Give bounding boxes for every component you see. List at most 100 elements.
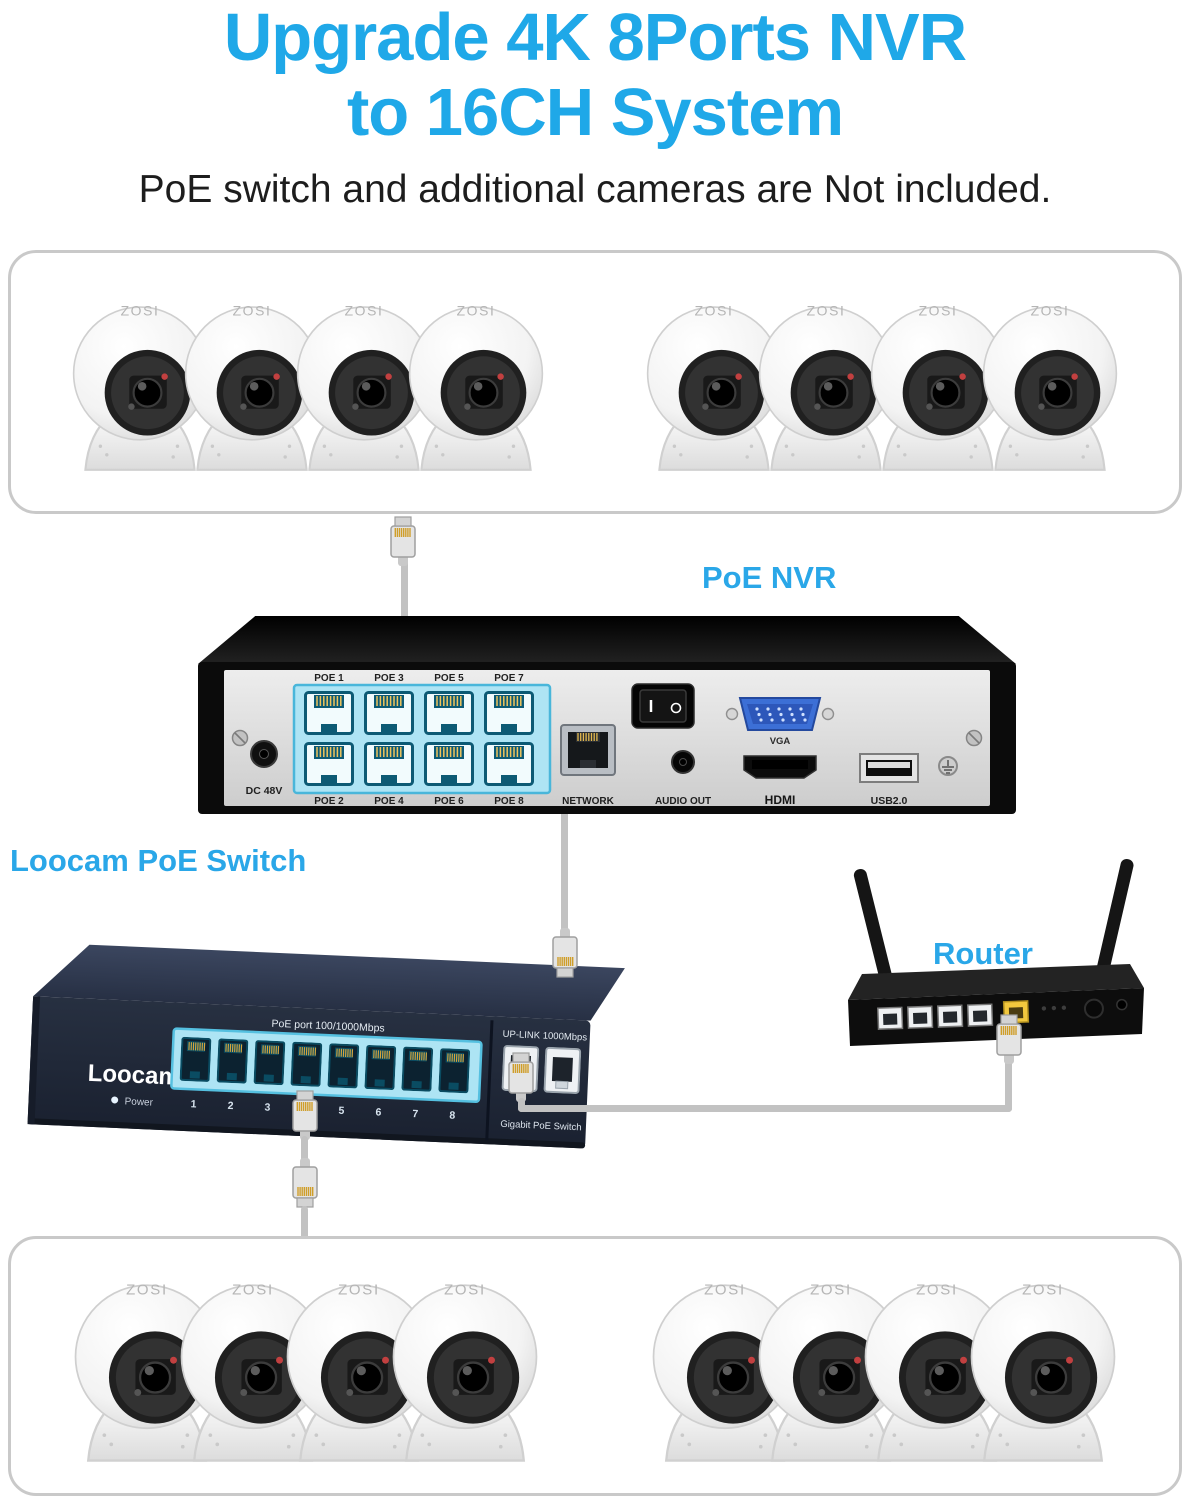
router-label: Router: [933, 936, 1033, 971]
switch-port-strip: [170, 1027, 483, 1103]
dc-label: DC 48V: [246, 785, 283, 797]
rj45-plug-icon: [994, 1012, 1024, 1064]
nvr-front-face: DC 48V POE 1 POE 3 POE 5 POE 7: [198, 662, 1016, 814]
camera-box-top: [8, 250, 1182, 514]
network-label: NETWORK: [562, 796, 614, 806]
switch-model-label: Gigabit PoE Switch: [500, 1119, 582, 1134]
poe-port-label: POE 5: [434, 673, 464, 684]
camera-group-top-right: [623, 282, 1141, 482]
poe-port-label: POE 4: [374, 796, 404, 806]
poe-port-label: POE 3: [374, 673, 404, 684]
dome-camera: [959, 282, 1141, 482]
poe-port-label: POE 7: [494, 673, 524, 684]
router-antenna: [1094, 859, 1134, 983]
nvr-rear-panel: DC 48V POE 1 POE 3 POE 5 POE 7: [224, 670, 990, 806]
title-line-2: to 16CH System: [346, 75, 844, 151]
switch-port-number: 7: [412, 1108, 419, 1120]
nvr-label: PoE NVR: [702, 560, 837, 595]
poe-switch-device: Loocam Power PoE port 100/1000Mbps 1 2 3…: [19, 930, 628, 1171]
switch-port: [438, 1048, 471, 1094]
switch-port-number: 3: [264, 1101, 271, 1113]
poe-port: [304, 742, 354, 786]
camera-row-bottom: [11, 1239, 1179, 1493]
network-port: [560, 724, 616, 776]
dome-camera: [945, 1259, 1141, 1473]
subtitle: PoE switch and additional cameras are No…: [138, 168, 1052, 211]
dc-power-jack: [250, 740, 278, 768]
rj45-plug-icon: [290, 1158, 320, 1210]
camera-group-bottom-left: [49, 1259, 563, 1473]
poe-port: [304, 691, 354, 735]
ethernet-cable: [518, 1105, 1012, 1112]
switch-port: [327, 1043, 360, 1089]
ethernet-cable: [561, 806, 568, 934]
title-line-1: Upgrade 4K 8Ports NVR: [223, 0, 967, 75]
router-lan-port: [936, 1004, 964, 1028]
uplink-port: [543, 1046, 582, 1095]
power-led: [111, 1096, 119, 1104]
switch-port-number: 6: [375, 1106, 382, 1118]
switch-port: [364, 1044, 397, 1091]
usb-label: USB2.0: [871, 795, 908, 806]
switch-uplink-label: UP-LINK 1000Mbps: [502, 1029, 587, 1044]
switch-port-number: 1: [190, 1098, 197, 1110]
router-front-face: [848, 988, 1144, 1046]
switch-port: [179, 1036, 212, 1083]
router-lan-port: [966, 1003, 994, 1027]
vga-label: VGA: [770, 736, 791, 747]
switch-brand: Loocam: [87, 1060, 180, 1091]
ethernet-cable: [301, 1136, 308, 1162]
camera-box-bottom: [8, 1236, 1182, 1496]
camera-row-top: [11, 253, 1179, 511]
poe-port-label: POE 8: [494, 796, 524, 806]
poe-port-label: POE 6: [434, 796, 464, 806]
rj45-plug-icon: [550, 928, 580, 980]
ethernet-cable: [401, 560, 408, 664]
poe-port: [364, 691, 414, 735]
poe-port-label: POE 2: [314, 796, 344, 806]
router-power-button: [1083, 998, 1104, 1019]
poe-port: [364, 742, 414, 786]
switch-port: [253, 1040, 286, 1086]
power-switch: [631, 683, 695, 729]
switch-label: Loocam PoE Switch: [10, 843, 307, 878]
switch-top-face: [33, 944, 625, 1021]
poe-port-block: [292, 683, 552, 795]
poe-port-label: POE 1: [314, 673, 344, 684]
nvr-top-face: [198, 616, 1016, 664]
switch-port: [401, 1046, 434, 1092]
poe-port: [424, 691, 474, 735]
usb-port: [859, 753, 919, 783]
camera-group-top-left: [49, 282, 567, 482]
hdmi-label: HDMI: [765, 793, 796, 806]
switch-port-number: 2: [227, 1100, 234, 1112]
audio-out-label: AUDIO OUT: [655, 796, 711, 806]
ethernet-cable: [1005, 1060, 1012, 1112]
switch-poe-label: PoE port 100/1000Mbps: [271, 1018, 385, 1035]
ground-screw: [938, 756, 958, 776]
dome-camera: [367, 1259, 563, 1473]
router-lan-port: [877, 1006, 904, 1030]
switch-port-number: 5: [338, 1105, 345, 1117]
switch-power-label: Power: [124, 1096, 153, 1108]
router-led: [1041, 1005, 1067, 1011]
switch-port-number: 8: [449, 1110, 456, 1122]
nvr-device: DC 48V POE 1 POE 3 POE 5 POE 7: [198, 616, 1016, 814]
rj45-plug-icon: [290, 1088, 320, 1140]
hdmi-port: [743, 755, 817, 779]
ethernet-cable: [301, 1206, 308, 1240]
rj45-plug-icon: [388, 514, 418, 566]
poe-port: [484, 691, 534, 735]
audio-out-jack: [671, 750, 695, 774]
rj45-plug-icon: [506, 1050, 536, 1102]
poe-port: [424, 742, 474, 786]
dome-camera: [385, 282, 567, 482]
router-lan-port: [906, 1005, 934, 1029]
page-title: Upgrade 4K 8Ports NVR to 16CH System: [0, 0, 1190, 150]
poe-port: [484, 742, 534, 786]
switch-port: [290, 1041, 323, 1087]
vga-port: [725, 697, 835, 731]
switch-port: [216, 1038, 249, 1084]
panel-screw: [231, 729, 983, 747]
